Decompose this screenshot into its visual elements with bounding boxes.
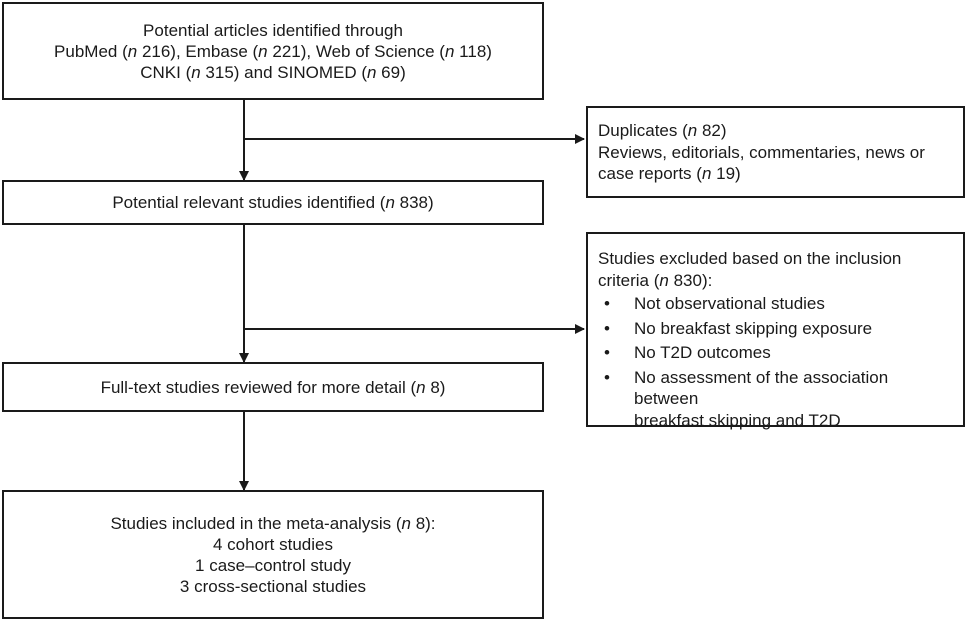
exclusion-criteria-list: •Not observational studies •No breakfast… <box>598 293 953 431</box>
included-line-3: 1 case–control study <box>195 555 351 575</box>
identified-box: Potential articles identified through Pu… <box>2 2 544 100</box>
identified-line-2: PubMed (n 216), Embase (n 221), Web of S… <box>54 41 492 61</box>
included-line-1: Studies included in the meta-analysis (n… <box>110 513 436 533</box>
exclusion-item: •No assessment of the association betwee… <box>604 367 889 430</box>
exclusion-item: •Not observational studies <box>604 294 825 313</box>
duplicates-box: Duplicates (n 82) Reviews, editorials, c… <box>586 106 965 198</box>
relevant-text: Potential relevant studies identified (n… <box>112 193 434 212</box>
fulltext-text: Full-text studies reviewed for more deta… <box>100 377 446 397</box>
duplicates-line-1: Duplicates (n 82) <box>598 121 727 140</box>
excluded-box: Studies excluded based on the inclusion … <box>586 232 965 430</box>
identified-line-1: Potential articles identified through <box>143 20 403 40</box>
exclusion-item: •No breakfast skipping exposure <box>604 318 873 338</box>
included-box: Studies included in the meta-analysis (n… <box>2 490 544 619</box>
duplicates-line-3: case reports (n 19) <box>598 164 741 183</box>
identified-line-3: CNKI (n 315) and SINOMED (n 69) <box>140 62 406 82</box>
included-line-2: 4 cohort studies <box>212 534 333 554</box>
fulltext-box: Full-text studies reviewed for more deta… <box>2 362 544 412</box>
relevant-box: Potential relevant studies identified (n… <box>2 180 544 225</box>
exclusion-item: •No T2D outcomes <box>604 343 771 362</box>
excluded-line-1: Studies excluded based on the inclusion <box>598 249 902 268</box>
excluded-line-2: criteria (n 830): <box>598 270 713 290</box>
duplicates-line-2: Reviews, editorials, commentaries, news … <box>598 142 925 162</box>
included-line-4: 3 cross-sectional studies <box>179 576 367 596</box>
